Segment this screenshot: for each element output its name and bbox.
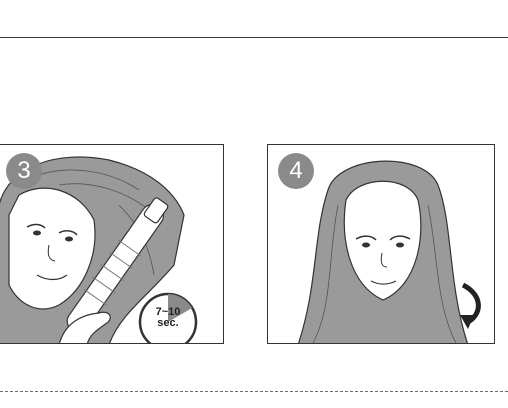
timer-label: 7~10 sec.: [151, 307, 185, 329]
step-number-badge: 4: [278, 153, 314, 189]
top-rule: [0, 37, 508, 38]
step-4-panel: 4: [267, 144, 495, 344]
timer-unit: sec.: [151, 318, 185, 329]
step-number-badge: 3: [6, 153, 42, 189]
step-3-panel: 3 7~10 sec.: [0, 144, 224, 344]
dashed-divider: [0, 391, 508, 392]
